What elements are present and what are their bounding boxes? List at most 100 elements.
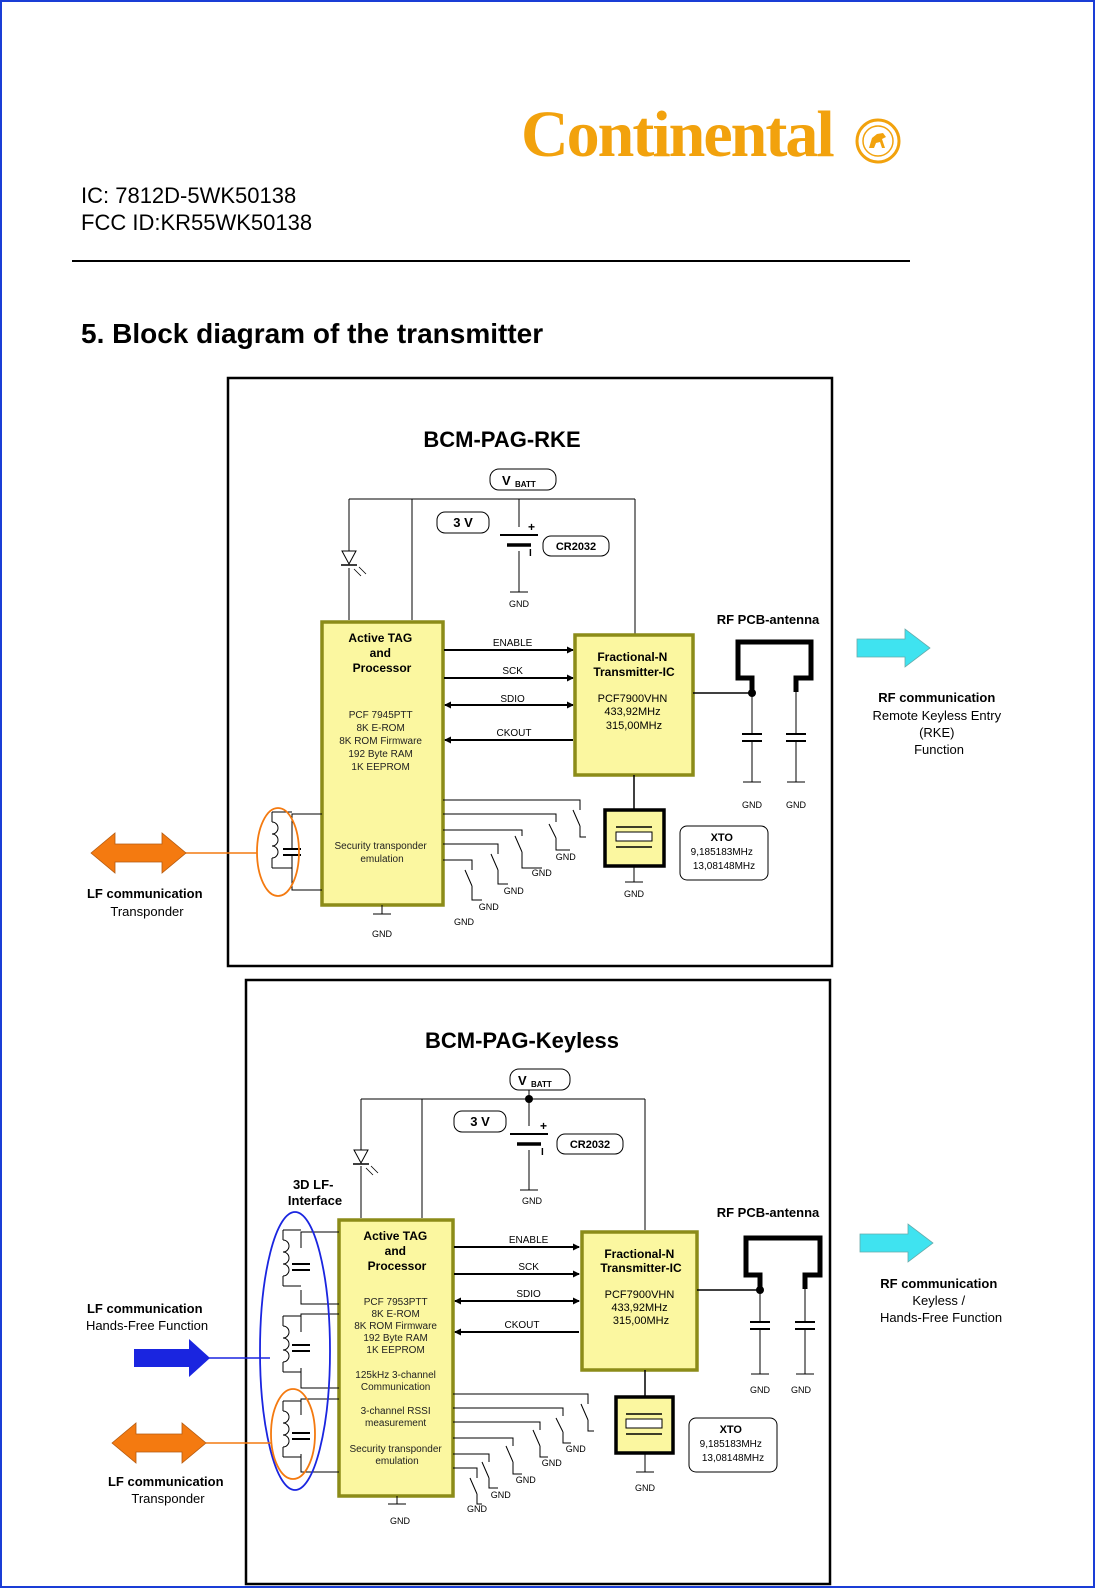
gnd-label: GND	[372, 929, 393, 939]
rke-frame	[226, 376, 834, 968]
fcc-id: FCC ID:KR55WK50138	[81, 210, 313, 235]
svg-text:LF communication Hands: LF communication Hands-Free Function	[86, 1300, 208, 1333]
svg-text:XTO 9,185183MHz: XTO 9,185183MHz 13,08148MHz	[691, 828, 758, 872]
gnd-label: GND	[516, 1475, 537, 1485]
svg-text:+: +	[528, 520, 535, 534]
gnd-label: GND	[624, 889, 645, 899]
gnd-label: GND	[504, 886, 525, 896]
svg-text:I: I	[541, 1147, 544, 1158]
gnd-label: GND	[791, 1385, 812, 1395]
svg-text:3D LF- Interface: 3D LF- Interface	[288, 1177, 342, 1208]
lf-comm-title: LF communication	[87, 886, 203, 901]
processor-title: Processor	[368, 1259, 427, 1273]
transmitter-detail: 315,00MHz	[606, 720, 662, 732]
xto-title: XTO	[720, 1424, 743, 1436]
svg-text:GND GND GND: GND GND GND GND GND	[467, 1444, 588, 1514]
svg-text:Active TAG and: Active TAG and Processor	[348, 631, 415, 675]
gnd-label: GND	[467, 1504, 488, 1514]
rke-diagram: BCM-PAG-RKE V BATT + I GN	[87, 376, 1002, 968]
transmitter-detail: PCF7900VHN	[605, 1289, 675, 1301]
rke-button-switches	[443, 799, 586, 901]
svg-text:I: I	[529, 548, 532, 559]
rke-signal-bus	[444, 646, 574, 744]
keyless-supply-rails	[360, 1098, 646, 1230]
processor-detail: 192 Byte RAM	[363, 1333, 427, 1344]
transmitter-detail: 315,00MHz	[613, 1315, 669, 1327]
processor-detail: 8K ROM Firmware	[339, 736, 422, 747]
keyless-transmitter-block	[580, 1230, 699, 1372]
pcb-antenna-icon	[697, 1235, 823, 1375]
gnd-label: GND	[566, 1444, 587, 1454]
lf-transponder-coil-highlight	[270, 1388, 316, 1480]
gnd-label: GND	[786, 800, 807, 810]
processor-extra: 3-channel RSSI	[361, 1406, 431, 1417]
keyless-signal-bus	[454, 1243, 580, 1336]
transmitter-detail: PCF7900VHN	[598, 693, 668, 705]
gnd-label: GND	[491, 1490, 512, 1500]
svg-text:RF communication Keyle: RF communication Keyless / Hands-Free Fu…	[880, 1275, 1002, 1325]
voltage-badge	[453, 1110, 507, 1133]
rf-comm-line: Remote Keyless Entry	[872, 708, 1001, 723]
processor-extra: Security transponder	[334, 841, 427, 852]
signal-label: SDIO	[500, 694, 525, 705]
rf-comm-line: (RKE)	[919, 725, 954, 740]
svg-text:ENABLE SCK SDI: ENABLE SCK SDIO CKOUT	[493, 638, 535, 739]
transmitter-title: Fractional-N	[604, 1247, 674, 1261]
lf-comm-title: LF communication	[108, 1474, 224, 1489]
lf-3d-coils-icon	[282, 1229, 339, 1473]
rf-comm-line: Hands-Free Function	[880, 1310, 1002, 1325]
lf-comm-line: Transponder	[110, 904, 184, 919]
lf-handsfree-arrow-icon	[134, 1339, 210, 1377]
svg-text:PCF7900VHN 433,92MHz: PCF7900VHN 433,92MHz 315,00MHz	[605, 1289, 678, 1327]
signal-label: ENABLE	[493, 638, 533, 649]
svg-text:XTO 9,185183MHz: XTO 9,185183MHz 13,08148MHz	[700, 1420, 767, 1464]
rf-comm-title: RF communication	[878, 690, 995, 705]
pcb-antenna-icon	[693, 639, 814, 783]
svg-text:PCF 7953PTT 8K E-ROM: PCF 7953PTT 8K E-ROM 8K ROM Firmware 192…	[349, 1297, 444, 1467]
gnd-label: GND	[522, 1196, 543, 1206]
voltage-badge	[436, 511, 490, 534]
xto-badge	[679, 825, 769, 881]
processor-detail: 1K EEPROM	[351, 762, 409, 773]
rf-comm-line: Keyless /	[912, 1293, 965, 1308]
svg-text:LF communication Trans: LF communication Transponder	[108, 1473, 228, 1506]
led-icon	[353, 1149, 379, 1176]
signal-label: SDIO	[516, 1289, 541, 1300]
gnd-label: GND	[556, 852, 577, 862]
vbatt-label: V	[502, 473, 511, 488]
svg-text:PCF 7945PTT 8K E-ROM: PCF 7945PTT 8K E-ROM 8K ROM Firmware 192…	[334, 710, 429, 865]
xto-freq: 13,08148MHz	[702, 1453, 764, 1464]
rke-battery-symbol: + I	[500, 520, 538, 559]
gnd-label: GND	[635, 1483, 656, 1493]
section-title: 5. Block diagram of the transmitter	[81, 318, 544, 349]
keyless-processor-block	[337, 1218, 455, 1498]
transmitter-title: Fractional-N	[597, 650, 667, 664]
battery-label: CR2032	[556, 541, 596, 553]
signal-label: CKOUT	[505, 1320, 540, 1331]
rf-arrow-icon	[859, 1223, 934, 1263]
lf-interface-label: 3D LF-	[293, 1177, 333, 1192]
signal-label: CKOUT	[497, 728, 532, 739]
antenna-label: RF PCB-antenna	[717, 612, 820, 627]
svg-text:GND GND GND: GND GND GND GND GND	[454, 852, 578, 927]
keyless-title: BCM-PAG-Keyless	[425, 1028, 619, 1053]
signal-label: SCK	[502, 666, 523, 677]
processor-extra: 125kHz 3-channel	[355, 1370, 436, 1381]
ic-number: IC: 7812D-5WK50138	[81, 183, 297, 208]
rf-arrow-icon	[856, 628, 931, 668]
processor-title: and	[385, 1244, 406, 1258]
processor-title: and	[370, 646, 391, 660]
gnd-label: GND	[542, 1458, 563, 1468]
vbatt-badge	[509, 1068, 571, 1091]
lf-coil-icon	[271, 811, 322, 891]
gnd-label: GND	[742, 800, 763, 810]
processor-extra: measurement	[365, 1418, 426, 1429]
processor-title: Processor	[353, 661, 412, 675]
led-icon	[341, 550, 367, 577]
vbatt-subscript: BATT	[515, 480, 536, 489]
lf-handsfree-title: LF communication	[87, 1301, 203, 1316]
lf-handsfree-line: Hands-Free Function	[86, 1318, 208, 1333]
xto-badge	[688, 1417, 778, 1473]
